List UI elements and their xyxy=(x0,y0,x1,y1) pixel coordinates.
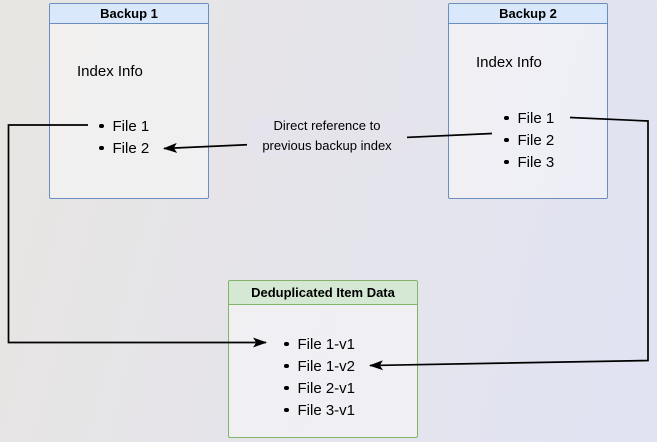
backup1-file-list: File 1 File 2 xyxy=(50,115,208,159)
backup2-subtitle: Index Info xyxy=(476,54,542,71)
list-item: File 2-v1 xyxy=(229,377,417,399)
list-item-label: File 3-v1 xyxy=(297,401,356,419)
list-item-label: File 2 xyxy=(112,139,150,157)
list-item-label: File 1 xyxy=(112,117,150,135)
direct-reference-label-line1: Direct reference to xyxy=(273,118,381,133)
list-item: File 2 xyxy=(50,137,208,159)
bullet-icon xyxy=(284,341,289,347)
backup2-title: Backup 2 xyxy=(449,4,607,24)
list-item: File 1 xyxy=(50,115,208,137)
dedup-title: Deduplicated Item Data xyxy=(229,281,417,305)
list-item-label: File 1-v2 xyxy=(297,357,356,375)
bullet-icon xyxy=(284,385,289,391)
list-item-label: File 2 xyxy=(517,131,555,149)
bullet-icon xyxy=(504,137,509,143)
list-item-label: File 1 xyxy=(517,109,555,127)
bullet-icon xyxy=(504,115,509,121)
list-item-label: File 1-v1 xyxy=(297,335,356,353)
backup1-box[interactable]: Backup 1 Index Info File 1 File 2 xyxy=(49,3,209,199)
backup1-subtitle: Index Info xyxy=(77,63,143,80)
list-item: File 3 xyxy=(449,151,607,173)
bullet-icon xyxy=(99,123,104,129)
list-item: File 1-v2 xyxy=(229,355,417,377)
backup1-title: Backup 1 xyxy=(50,4,208,24)
list-item: File 2 xyxy=(449,129,607,151)
bullet-icon xyxy=(99,145,104,151)
direct-reference-label-line2: previous backup index xyxy=(262,138,392,153)
bullet-icon xyxy=(504,159,509,165)
backup2-box[interactable]: Backup 2 Index Info File 1 File 2 File 3 xyxy=(448,3,608,199)
list-item: File 1 xyxy=(449,107,607,129)
list-item: File 3-v1 xyxy=(229,399,417,421)
list-item-label: File 3 xyxy=(517,153,555,171)
list-item: File 1-v1 xyxy=(229,333,417,355)
direct-reference-label: Direct reference to previous backup inde… xyxy=(247,116,407,156)
bullet-icon xyxy=(284,407,289,413)
bullet-icon xyxy=(284,363,289,369)
list-item-label: File 2-v1 xyxy=(297,379,356,397)
backup2-file-list: File 1 File 2 File 3 xyxy=(449,107,607,173)
